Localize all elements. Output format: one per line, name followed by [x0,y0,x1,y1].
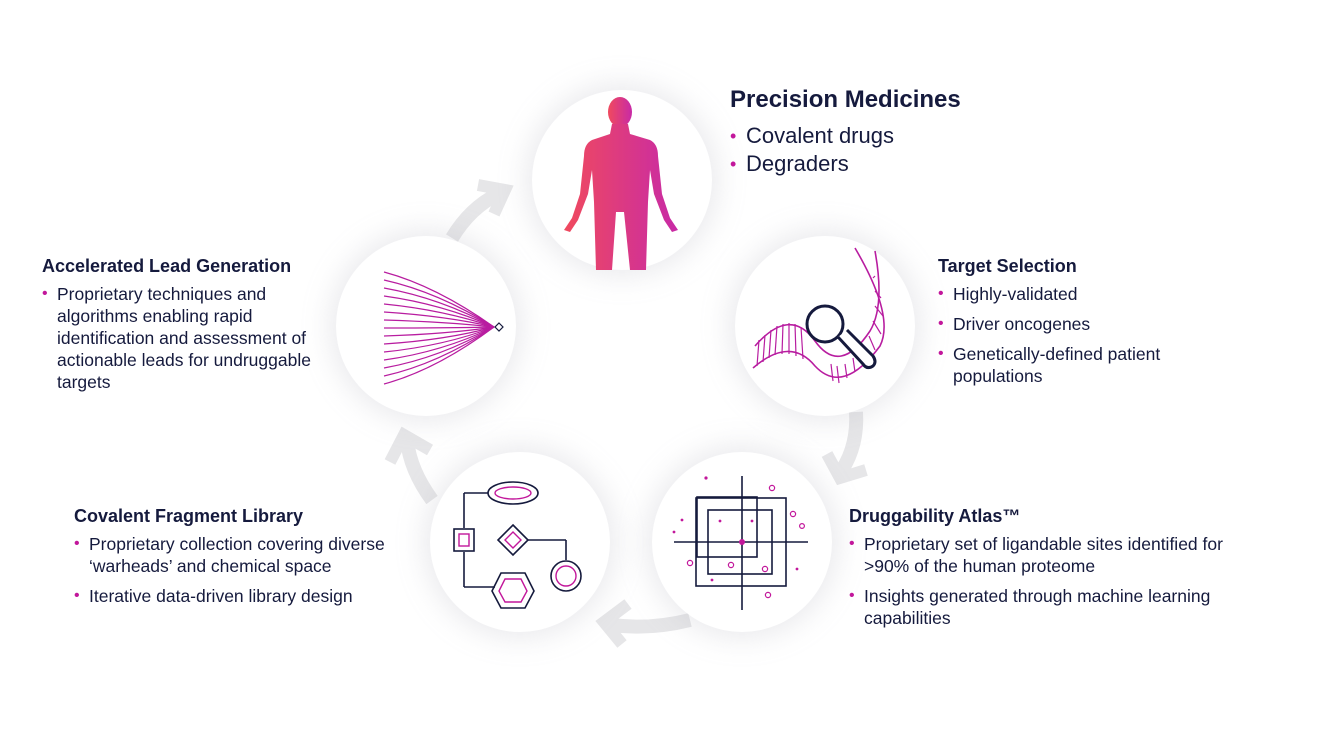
list-item: Proprietary techniques and algorithms en… [42,283,324,393]
list-item: Covalent drugs [730,122,1150,150]
list-item: Driver oncogenes [938,313,1238,335]
crosshair-target-icon [672,476,808,610]
precision-medicines-text: Precision Medicines Covalent drugs Degra… [730,86,1150,178]
list-item: Proprietary set of ligandable sites iden… [849,533,1249,577]
covalent-fragment-list: Proprietary collection covering diverse … [74,533,426,607]
molecule-shapes-icon [453,481,582,609]
list-item: Insights generated through machine learn… [849,585,1249,629]
converging-lines-icon [383,271,504,385]
list-item: Degraders [730,150,1150,178]
target-selection-list: Highly-validated Driver oncogenes Geneti… [938,283,1238,387]
arrow-to-druggability [835,411,864,474]
target-selection-circle [735,236,915,416]
arrow-to-fragment [611,613,692,634]
list-item: Highly-validated [938,283,1238,305]
lead-generation-list: Proprietary techniques and algorithms en… [42,283,324,393]
druggability-atlas-list: Proprietary set of ligandable sites iden… [849,533,1249,629]
list-item: Proprietary collection covering diverse … [74,533,426,577]
arrow-to-precision [445,187,502,242]
lead-generation-circle [336,236,516,416]
covalent-fragment-title: Covalent Fragment Library [74,506,304,526]
list-item: Iterative data-driven library design [74,585,426,607]
lead-generation-text: Accelerated Lead Generation Proprietary … [42,256,324,393]
precision-medicines-title: Precision Medicines [730,86,961,113]
human-figure-icon [564,97,678,270]
target-selection-title: Target Selection [938,256,1077,276]
dna-magnifier-icon [752,247,885,384]
covalent-fragment-text: Covalent Fragment Library Proprietary co… [74,506,426,615]
precision-medicines-list: Covalent drugs Degraders [730,122,1150,178]
lead-generation-title: Accelerated Lead Generation [42,256,292,276]
precision-medicines-circle [532,90,712,270]
list-item: Genetically-defined patient populations [938,343,1238,387]
druggability-atlas-title: Druggability Atlas™ [849,506,1021,526]
covalent-fragment-circle [430,452,610,632]
druggability-atlas-text: Druggability Atlas™ Proprietary set of l… [849,506,1249,637]
arrow-to-leadgen [400,439,438,505]
druggability-atlas-circle [652,452,832,632]
target-selection-text: Target Selection Highly-validated Driver… [938,256,1238,395]
